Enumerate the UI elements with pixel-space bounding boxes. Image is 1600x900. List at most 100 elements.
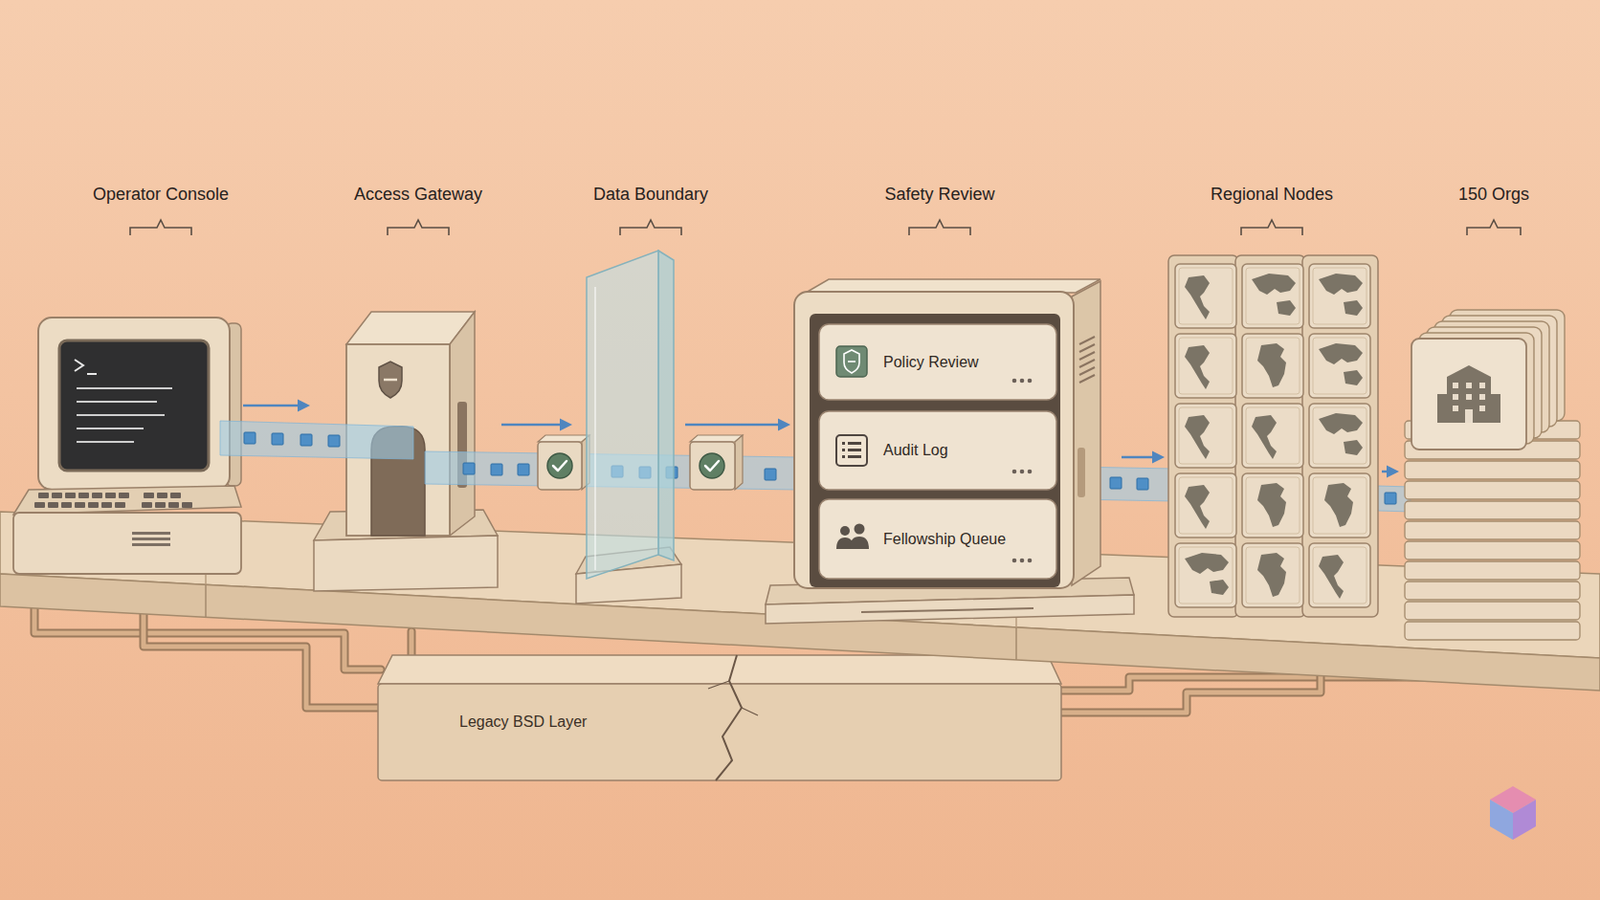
card-label: Fellowship Queue [883,531,1006,549]
regional-tiles [1235,255,1306,618]
server-illustration [847,360,856,363]
server-illustration [819,411,1057,490]
card-label: Audit Log [883,442,949,460]
computer-illustration [156,492,168,499]
computer-illustration [51,492,63,499]
checkpoint-cube [537,435,590,443]
text-holder: Data Boundary [593,184,709,205]
computer-illustration [155,502,166,509]
arrow-head [297,400,311,413]
server-illustration [1079,344,1095,353]
server-illustration [836,435,867,467]
regional-tiles [1175,333,1237,399]
checkpoint-cube [537,442,582,490]
heading-bracket [130,220,192,236]
server-illustration [861,608,1034,613]
text-holder: Fellowship Queue [883,499,1019,579]
org-stack [1404,581,1580,600]
module-card: Audit Log [819,411,1057,490]
checkpoint-cube [547,453,573,479]
server-illustration [1020,558,1025,564]
server-illustration [842,442,845,445]
glass-boundary [658,250,674,561]
legacy-slab [708,681,758,716]
arrow-head [777,419,791,432]
server-illustration [1027,469,1033,475]
computer-illustration [74,359,97,375]
layer-label: Legacy BSD Layer [459,713,587,731]
computer-illustration [76,400,157,403]
card-label: Policy Review [883,354,979,372]
org-stack [1404,481,1580,500]
glass-boundary [576,250,682,604]
computer-illustration [170,492,181,499]
computer-illustration [132,532,171,547]
arrow-line [243,404,301,408]
computer-illustration [76,387,173,390]
stage-heading: 150 Orgs [1458,184,1530,204]
server-illustration [1079,352,1095,360]
regional-tiles [1242,473,1304,538]
regions-node: Regional Nodes [1168,255,1378,625]
checkpoint-cube [553,461,567,471]
arrow-head [1152,451,1165,465]
module-card: Policy Review [819,324,1057,400]
server-illustration [1012,469,1018,475]
server-illustration [849,536,869,550]
server-illustration [765,595,1134,624]
regional-tiles [1309,403,1371,468]
computer-illustration [76,427,144,430]
arrow-head [559,419,573,432]
computer-illustration [61,502,72,509]
text-holder: Safety Review [884,184,995,205]
boundary-node: Data Boundary [576,249,682,604]
server-illustration [1027,378,1033,384]
org-stack [1411,338,1527,450]
data-band [328,435,340,447]
text-holder: Regional Nodes [1210,184,1334,205]
orgs-node: 150 Orgs [1402,301,1582,648]
computer-illustration [78,492,89,499]
server-illustration [836,346,867,378]
server-illustration [794,291,1074,589]
data-band [244,432,256,445]
regional-tiles [1309,473,1371,538]
regional-tiles [1175,543,1237,608]
computer-illustration [91,492,103,499]
server-illustration [765,279,1134,624]
pipe [143,612,381,709]
server-illustration [847,448,862,452]
computer-illustration [65,492,76,499]
glass-boundary [594,287,597,571]
server-illustration [819,499,1057,579]
server-illustration [854,524,866,535]
stage-heading: Operator Console [92,184,229,204]
computer-illustration [132,537,171,541]
text-holder: Audit Log [883,411,1019,490]
regional-tiles [1302,255,1378,618]
computer-illustration [105,492,116,499]
gateway-illustration [313,535,498,592]
server-illustration [1027,558,1033,564]
server-illustration [1079,336,1095,383]
regional-tiles [1168,255,1239,618]
server-illustration [1012,378,1018,384]
watermark-cube [1512,800,1536,841]
org-stack [1404,501,1580,520]
org-stack [1404,310,1580,641]
computer-illustration [76,414,165,417]
gateway-illustration [449,311,475,536]
heading-bracket [620,220,682,236]
computer-illustration [38,492,49,499]
org-stack [1404,461,1580,480]
text-holder: Legacy BSD Layer [459,713,587,732]
module-card: Fellowship Queue [819,499,1057,579]
heading-bracket [387,220,449,236]
glass-boundary [586,250,659,579]
building-icon [1437,365,1501,423]
arrow-line [685,423,781,427]
computer-illustration [34,492,193,509]
